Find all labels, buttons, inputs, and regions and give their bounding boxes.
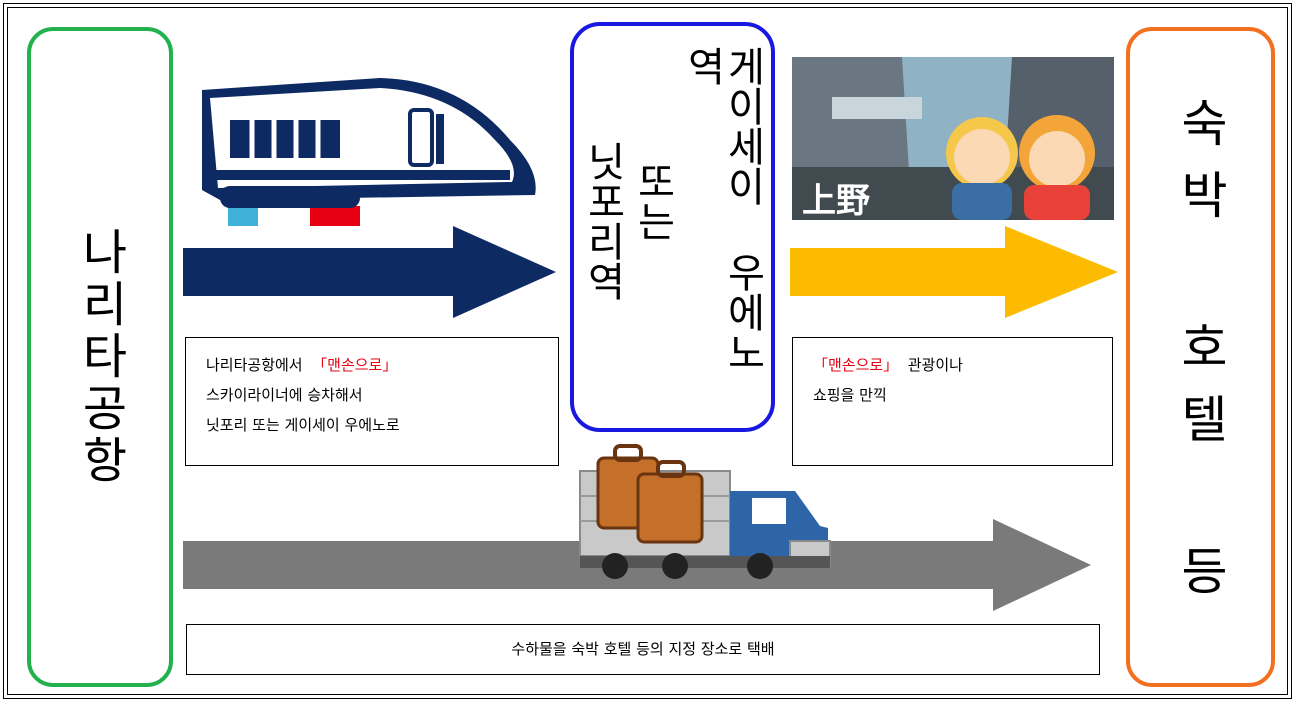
outer-frame (3, 3, 1292, 699)
destination-label: 숙박 호텔 등 (1171, 97, 1230, 617)
origin-label: 나리타공항 (72, 227, 128, 487)
train-route-arrow (183, 226, 556, 318)
destination-box-hotel: 숙박 호텔 등 (1126, 27, 1275, 687)
train-illustration (202, 78, 536, 226)
sightseeing-note-line2: 쇼핑을 만끽 (813, 386, 887, 404)
station-keisei-ueno: 게이세이 우에노역 (679, 46, 766, 372)
sightseeing-arrow (790, 226, 1118, 318)
inner-frame (7, 7, 1288, 695)
train-instructions-note: 나리타공항에서 「맨손으로」 스카이라이너에 승차해서 닛포리 또는 게이세이 … (185, 337, 559, 466)
sightseeing-note-suffix: 관광이나 (907, 356, 963, 374)
station-nippori: 닛포리역 (579, 141, 626, 301)
sightseeing-note-line1: 「맨손으로」 관광이나 (813, 350, 1112, 380)
origin-box-narita-airport: 나리타공항 (27, 27, 173, 687)
train-note-highlight: 「맨손으로」 (312, 356, 398, 374)
station-box: 게이세이 우에노역 또는 닛포리역 (570, 22, 775, 432)
ueno-shopping-photo: 上野 (792, 57, 1114, 221)
train-note-prefix: 나리타공항에서 (206, 356, 303, 374)
train-note-line2: 스카이라이너에 승차해서 (206, 386, 363, 404)
train-note-line1: 나리타공항에서 「맨손으로」 (206, 350, 558, 380)
train-note-line3: 닛포리 또는 게이세이 우에노로 (206, 416, 400, 434)
delivery-note: 수하물을 숙박 호텔 등의 지정 장소로 택배 (186, 624, 1100, 675)
sightseeing-note-highlight: 「맨손으로」 (813, 356, 899, 374)
ueno-sign: 上野 (802, 181, 870, 221)
station-or: 또는 (629, 161, 676, 241)
delivery-truck-illustration (579, 444, 831, 579)
sightseeing-note: 「맨손으로」 관광이나 쇼핑을 만끽 (792, 337, 1113, 466)
